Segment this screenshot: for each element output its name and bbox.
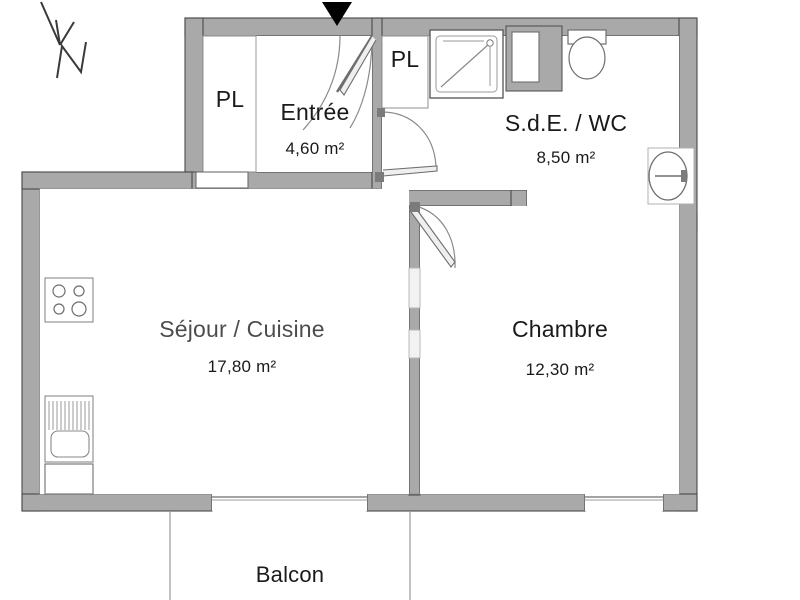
- closet-pl-entree: [202, 35, 257, 173]
- room-area-chambre: 12,30 m²: [525, 360, 595, 379]
- closet-pl-sde: [381, 35, 429, 109]
- window-entree-west: [195, 171, 249, 189]
- room-area-sejour: 17,80 m²: [207, 357, 277, 376]
- room-area-sde: 8,50 m²: [536, 148, 596, 167]
- cooktop-icon: [44, 277, 94, 323]
- room-area-entree: 4,60 m²: [285, 139, 345, 158]
- entry-marker-icon: [322, 2, 352, 26]
- window-chambre-south: [585, 494, 663, 511]
- outdoor-label-balcon: Balcon: [255, 562, 325, 587]
- washbasin-icon: [647, 147, 695, 205]
- closet-label-pl-sde: PL: [390, 46, 420, 72]
- balcony-outline: [169, 511, 411, 600]
- entry-door: [302, 35, 377, 131]
- cabinet-icon: [505, 25, 563, 92]
- chambre-door: [410, 202, 456, 269]
- closet-label-pl-entree: PL: [215, 86, 245, 112]
- window-sejour-south: [212, 494, 367, 511]
- room-label-sde: S.d.E. / WC: [504, 110, 628, 136]
- sde-door: [375, 108, 438, 182]
- room-label-sejour: Séjour / Cuisine: [159, 316, 325, 342]
- room-label-chambre: Chambre: [512, 316, 608, 342]
- toilet-icon: [567, 29, 607, 80]
- room-label-entree: Entrée: [280, 99, 350, 125]
- wall-gap-markers: [408, 267, 421, 359]
- shower-icon: [429, 29, 504, 99]
- north-arrow-icon: [40, 1, 87, 79]
- appliance-niche: [44, 463, 94, 495]
- sink-kitchen-icon: [44, 395, 94, 463]
